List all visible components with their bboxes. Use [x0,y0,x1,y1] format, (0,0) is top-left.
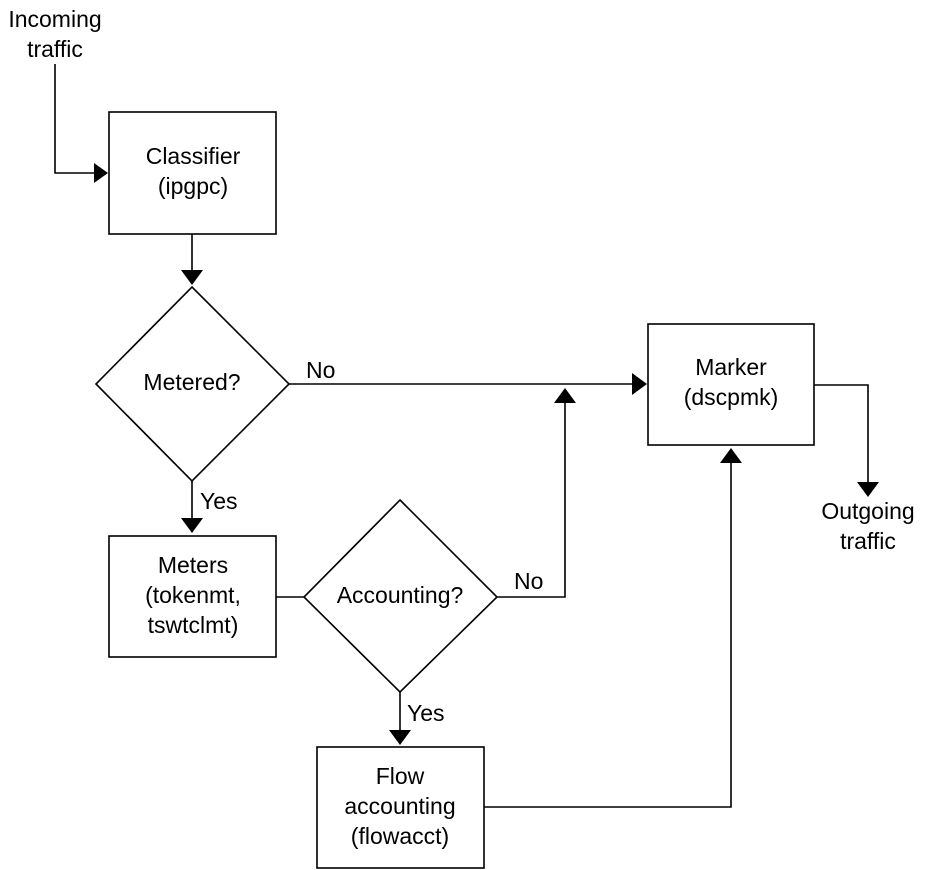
accounting-diamond [302,498,499,694]
arrowhead-into-flow-accounting [389,730,411,745]
edge-label-accounting-no: No [514,568,543,594]
arrowhead-into-marker-left [632,373,647,395]
node-metered-decision: Metered? [94,285,291,483]
flow-accounting-box [316,746,485,869]
node-accounting-decision: Accounting? [302,498,499,694]
node-marker: Marker (dscpmk) [647,323,815,446]
marker-label-line-2: (dscpmk) [684,384,779,410]
node-meters: Meters (tokenmt, tswtclmt) [108,535,277,658]
edge-flow-accounting-to-marker [484,463,732,808]
edge-accounting-no-to-marker [497,403,566,598]
terminal-outgoing-traffic: Outgoing traffic [821,498,914,554]
classifier-label-line-2: (ipgpc) [158,173,228,199]
edge-label-accounting-yes: Yes [407,700,445,726]
classifier-box [108,111,277,235]
accounting-label: Accounting? [337,582,464,608]
flow-accounting-label-line-3: (flowacct) [351,823,449,849]
meters-label-line-2: (tokenmt, [145,582,241,608]
edge-label-metered-no: No [306,357,335,383]
meters-box [108,535,277,658]
edge-label-metered-yes: Yes [200,488,238,514]
metered-diamond [94,285,291,483]
arrowhead-accounting-no-up [554,388,576,403]
arrowhead-into-metered [181,270,203,285]
meters-label-line-3: tswtclmt) [148,612,239,638]
terminal-incoming-traffic: Incoming traffic [8,6,101,62]
edge-marker-to-outgoing [814,384,869,482]
flow-accounting-label-line-1: Flow [376,763,425,789]
classifier-label-line-1: Classifier [146,143,241,169]
flow-accounting-label-line-2: accounting [344,793,455,819]
marker-label-line-1: Marker [695,354,767,380]
outgoing-label-line-2: traffic [840,528,896,554]
meters-label-line-1: Meters [158,552,228,578]
marker-box [647,323,815,446]
outgoing-label-line-1: Outgoing [821,498,914,524]
edge-incoming-to-classifier [54,64,94,174]
arrowhead-into-meters [181,518,203,533]
metered-label: Metered? [143,369,240,395]
arrowhead-into-classifier [94,163,108,183]
incoming-label-line-1: Incoming [8,6,101,32]
node-flow-accounting: Flow accounting (flowacct) [316,746,485,869]
arrowhead-into-marker-bottom [720,448,742,463]
incoming-label-line-2: traffic [27,36,83,62]
arrowhead-into-outgoing [857,482,879,497]
node-classifier: Classifier (ipgpc) [108,111,277,235]
